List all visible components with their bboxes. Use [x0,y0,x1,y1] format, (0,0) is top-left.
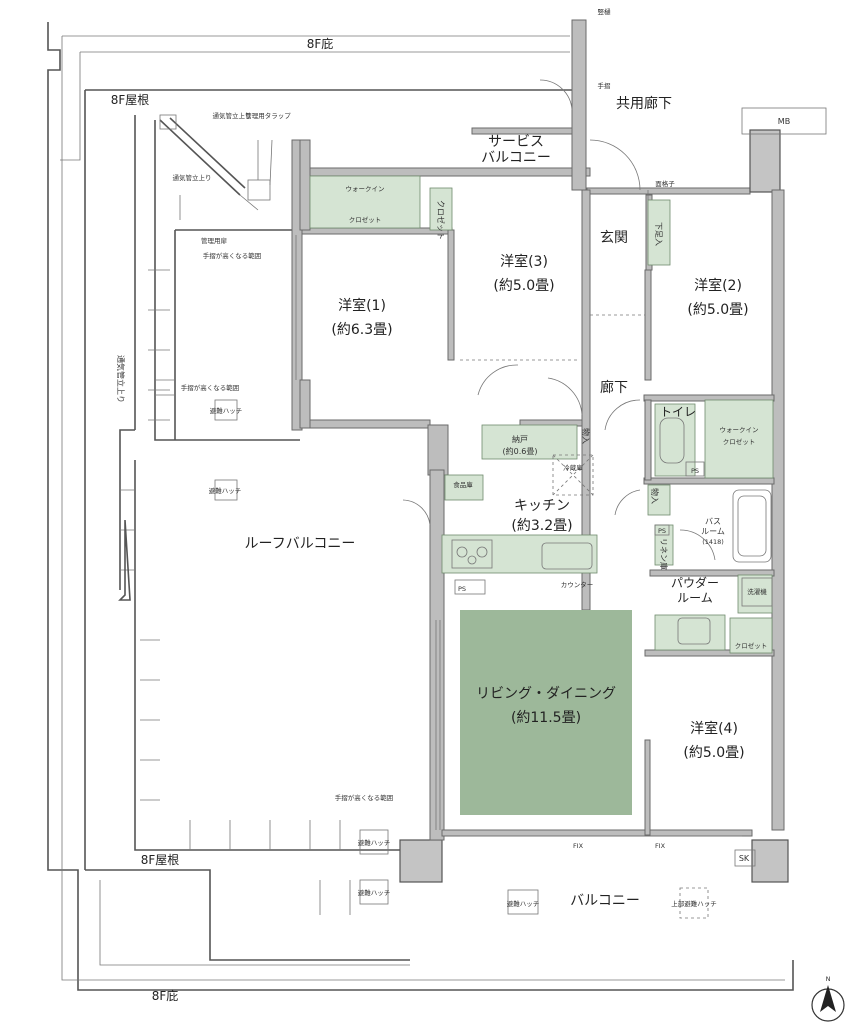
label-walkin2-2: クロゼット [723,437,756,446]
label-8f-roof-top: 8F屋根 [111,93,150,107]
label-walkin1-2: クロゼット [349,215,382,224]
label-sk: SK [739,854,750,863]
label-tatesen: 竪樋 [598,7,612,16]
label-balcony: バルコニー [570,893,640,909]
label-geta: 下足入 [654,222,663,246]
label-walkin1-1: ウォークイン [346,185,385,193]
label-room4-size: (約5.0畳) [683,745,744,761]
label-entrance: 玄関 [600,229,628,246]
roof-rail-ticks [118,269,351,915]
label-rail: 面格子 [655,179,675,188]
label-counter: カウンター [561,580,594,589]
label-room2-name: 洋室(2) [694,277,742,294]
label-fridge: 冷蔵庫 [563,463,583,472]
label-mb: MB [778,117,790,126]
label-hatch-roof-1: 避難ハッチ [209,486,242,495]
label-ps-toilet: PS [691,467,699,475]
label-north: N [826,975,831,983]
label-hatch-roof-4: 避難ハッチ [358,888,391,897]
label-vent-pipe-3: 通気管立上り [116,355,126,403]
label-lim-line-1: 手摺が高くなる範囲 [203,251,262,260]
label-roof-balcony: ルーフバルコニー [245,536,356,552]
fixtures [451,417,773,645]
label-storage-name: 納戸 [512,434,528,444]
label-storage-size: (約0.6畳) [503,446,538,456]
label-lim-line-3: 手摺が高くなる範囲 [335,793,394,802]
label-room3-name: 洋室(3) [500,253,548,270]
label-fix-1: FIX [573,842,584,850]
label-vent-pipe-2: 通気管立上り [173,173,212,182]
outer-outline [47,22,794,991]
label-hatch-roof-2: 避難ハッチ [210,406,243,415]
label-shoe-in-1: 物入 [581,428,591,444]
label-corridor: 廊下 [600,379,628,396]
label-8f-eave-bottom: 8F庇 [152,988,179,1003]
label-ld-size: (約11.5畳) [511,710,581,726]
windows [295,190,742,837]
label-closet-1: クロゼット [436,200,446,240]
hatches [214,399,756,919]
closets [309,175,774,654]
label-powder-1: パウダー [671,575,719,590]
north-arrow-icon: N [811,975,845,1022]
label-toilet: トイレ [660,405,696,419]
label-tesuri: 手摺 [598,81,612,90]
label-closet-4: クロゼット [735,641,768,650]
walls [291,19,827,883]
label-bath-1: バス [705,517,721,526]
label-shoe-in-2: 物入 [650,488,660,504]
label-room3-size: (約5.0畳) [493,278,554,294]
label-room1-size: (約6.3畳) [331,322,392,338]
label-upper-hatch: 上部避難ハッチ [671,899,717,908]
label-mgmt-door: 管理用扉 [201,236,228,245]
label-room2-size: (約5.0畳) [687,302,748,318]
label-vent-trap: 管理用タラップ [245,111,291,120]
label-room1-name: 洋室(1) [338,297,386,314]
label-powder-2: ルーム [677,591,713,605]
label-walkin2-1: ウォークイン [720,426,759,434]
label-8f-roof-bottom: 8F屋根 [141,853,180,867]
label-8f-eave-top: 8F庇 [307,36,334,51]
label-ps-bath: PS [658,527,666,535]
label-service-balcony-2: バルコニー [481,150,551,166]
label-service-balcony-1: サービス [488,134,544,150]
living-dining-area [460,610,632,815]
label-kitchen-size: (約3.2畳) [511,518,572,534]
label-vent-pipe-1: 通気管立上り [213,111,252,120]
label-lim-line-2: 手摺が高くなる範囲 [181,383,240,392]
label-food-storage: 食品庫 [453,480,473,489]
label-ps-kitchen: PS [458,585,466,593]
door-swings [402,79,716,561]
label-hatch-roof-3: 避難ハッチ [358,838,391,847]
label-kitchen-name: キッチン [514,498,570,514]
label-hatch: 避難ハッチ [507,899,540,908]
label-washer: 洗濯機 [747,587,767,596]
label-bath-2: ルーム [701,527,725,536]
label-ld-name: リビング・ダイニング [476,686,616,702]
label-fix-2: FIX [655,842,666,850]
vent-pipe [159,114,273,211]
label-room4-name: 洋室(4) [690,720,738,737]
label-linen: リネン庫 [659,538,669,570]
label-common-corridor: 共用廊下 [616,95,672,112]
label-bath-size: (1418) [702,538,724,546]
